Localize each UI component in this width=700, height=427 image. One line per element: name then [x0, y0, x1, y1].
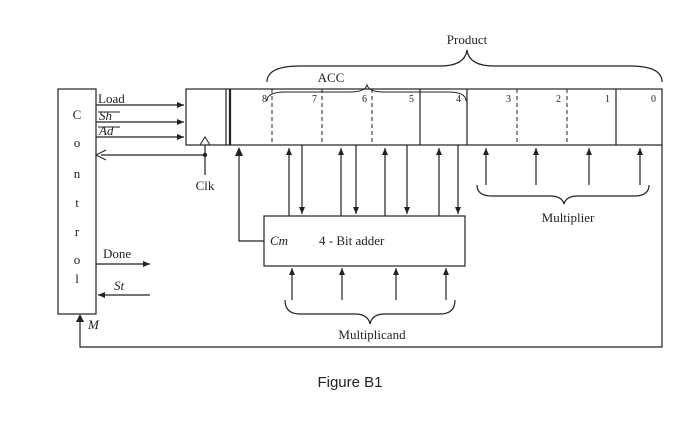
load-label: Load	[98, 91, 125, 106]
bit-number: 0	[651, 94, 656, 105]
multiplier-label: Multiplier	[542, 210, 595, 225]
control-letter: o	[74, 135, 81, 150]
sh-label: Sh	[99, 108, 112, 123]
acc-brace	[266, 83, 467, 102]
ad-label: Ad	[98, 123, 114, 138]
adder-label: 4 - Bit adder	[319, 233, 385, 248]
st-label: St	[114, 278, 125, 293]
multiplicand-brace	[284, 299, 456, 325]
cm-to-acc-line	[238, 149, 264, 242]
bit-number: 6	[362, 94, 367, 105]
control-box	[57, 88, 97, 315]
acc-to-adder-arrows	[299, 145, 461, 214]
control-letter: l	[75, 271, 79, 286]
m-arrowhead	[76, 314, 84, 322]
clock-triangle	[199, 136, 211, 146]
control-letter: t	[75, 195, 79, 210]
done-label: Done	[103, 246, 131, 261]
multiplicand-label: Multiplicand	[338, 327, 406, 342]
adder-to-acc-arrows	[286, 148, 442, 216]
m-label: M	[87, 317, 100, 332]
control-letter: o	[74, 252, 81, 267]
bit-numbers: 8 7 6 5 4 3 2 1 0	[262, 94, 656, 105]
bit-number: 3	[506, 94, 511, 105]
multiplier-brace	[476, 184, 650, 205]
control-letter: C	[73, 107, 82, 122]
product-brace	[266, 49, 663, 83]
control-letter: r	[75, 224, 80, 239]
acc-label: ACC	[318, 70, 345, 85]
m-feedback-line	[79, 145, 663, 348]
cm-arrowhead	[235, 147, 243, 156]
figure-caption: Figure B1	[317, 374, 382, 391]
bit-number: 2	[556, 94, 561, 105]
product-label: Product	[447, 32, 488, 47]
product-register	[185, 88, 663, 146]
control-letter: n	[74, 166, 81, 181]
bit-number: 1	[605, 94, 610, 105]
multiplicand-arrows	[289, 268, 449, 300]
bit-number: 5	[409, 94, 414, 105]
control-clock-input	[94, 149, 107, 161]
bit-number: 7	[312, 94, 317, 105]
cm-label: Cm	[270, 233, 288, 248]
clk-label: Clk	[196, 178, 215, 193]
bit-number: 4	[456, 94, 461, 105]
multiplier-arrows	[483, 148, 643, 185]
bit-dividers	[271, 89, 568, 145]
bit-number: 8	[262, 94, 267, 105]
